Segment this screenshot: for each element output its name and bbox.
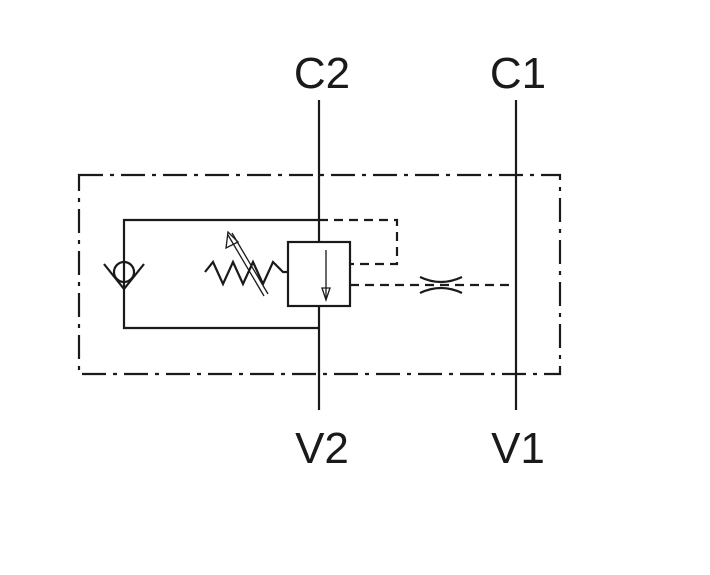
port-label-c1: C1 — [490, 49, 546, 98]
port-label-v1: V1 — [491, 424, 545, 473]
port-label-c2: C2 — [294, 49, 350, 98]
adjustable-spring-icon — [204, 230, 288, 297]
check-valve-icon — [103, 260, 145, 291]
check-valve-loop — [122, 218, 319, 330]
drain-pilot-line — [319, 218, 399, 266]
orifice-icon — [419, 276, 463, 294]
valve-body-boundary — [77, 173, 562, 376]
sequence-valve-spool — [286, 240, 352, 308]
flow-arrow-icon — [321, 250, 331, 303]
port-label-v2: V2 — [295, 424, 349, 473]
